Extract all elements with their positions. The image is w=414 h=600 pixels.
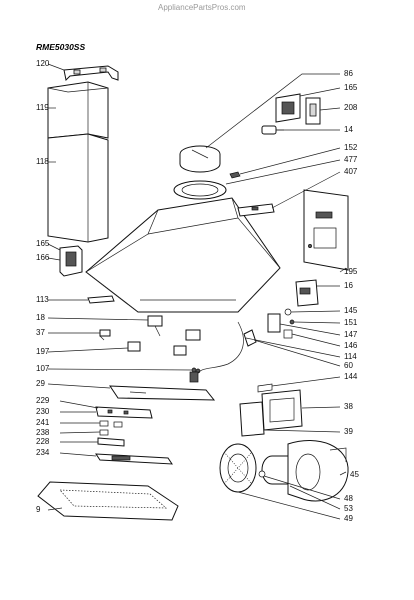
part-477-ring (173, 180, 227, 200)
part-146-terminal (283, 329, 293, 339)
model-number: RME5030SS (36, 42, 85, 52)
label-60: 60 (344, 361, 353, 370)
label-241: 241 (36, 418, 50, 427)
leader-lines (47, 63, 347, 520)
part-53-motor (261, 455, 293, 485)
label-16: 16 (344, 281, 353, 290)
label-146: 146 (344, 341, 358, 350)
part-195-control-box-plate (303, 189, 349, 271)
label-14: 14 (344, 125, 353, 134)
label-228: 228 (36, 437, 50, 446)
label-53: 53 (344, 504, 353, 513)
part-45-blower-housing (287, 440, 349, 502)
watermark: AppliancePartsPros.com (158, 3, 246, 12)
part-16-relay (295, 279, 319, 307)
label-195: 195 (344, 267, 358, 276)
label-107: 107 (36, 364, 50, 373)
part-144-clip (257, 383, 273, 393)
part-118-lower-chimney (47, 133, 109, 243)
part-60-strain-relief (243, 329, 257, 347)
part-hood-canopy (85, 197, 281, 313)
label-166: 166 (36, 253, 50, 262)
label-208: 208 (344, 103, 358, 112)
label-229: 229 (36, 396, 50, 405)
part-29-control-panel (109, 385, 216, 401)
part-86-damper-collar (179, 145, 221, 173)
label-119: 119 (36, 103, 49, 112)
label-120: 120 (36, 59, 50, 68)
part-241-switch (99, 420, 123, 428)
label-407: 407 (344, 167, 358, 176)
part-37-clip (99, 329, 111, 341)
label-165-right: 165 (344, 83, 358, 92)
part-48-spacer (258, 470, 266, 478)
part-18-lamp-socket (147, 315, 201, 341)
part-238-knob (99, 429, 109, 436)
part-119-upper-chimney (47, 81, 109, 139)
label-114: 114 (344, 352, 357, 361)
label-152: 152 (344, 143, 358, 152)
label-18: 18 (36, 313, 45, 322)
label-147: 147 (344, 330, 358, 339)
part-407-bracket (237, 203, 275, 217)
part-39-plate (239, 401, 265, 437)
label-86: 86 (344, 69, 353, 78)
label-9: 9 (36, 505, 41, 514)
callout-labels: 120 119 118 165 166 113 18 37 197 107 29… (36, 59, 359, 523)
part-113-strip (87, 295, 115, 304)
label-113: 113 (36, 295, 49, 304)
label-238: 238 (36, 428, 50, 437)
part-152-screw (229, 171, 241, 179)
label-29: 29 (36, 379, 45, 388)
part-208-switch-box (305, 97, 321, 125)
part-230-switch-bracket (95, 406, 153, 419)
part-151-clip (289, 319, 295, 325)
label-118: 118 (36, 157, 49, 166)
part-228-board (97, 437, 125, 447)
label-234: 234 (36, 448, 50, 457)
label-38: 38 (344, 402, 353, 411)
label-197: 197 (36, 347, 50, 356)
label-145: 145 (344, 306, 358, 315)
label-39: 39 (344, 427, 353, 436)
label-144: 144 (344, 372, 358, 381)
label-37: 37 (36, 328, 45, 337)
label-477: 477 (344, 155, 358, 164)
part-145-connector (284, 308, 292, 316)
part-49-blower-wheel (219, 443, 257, 493)
part-9-grease-filter (37, 481, 179, 521)
label-49: 49 (344, 514, 353, 523)
label-48: 48 (344, 494, 353, 503)
part-114-power-cord (189, 321, 244, 383)
label-45: 45 (350, 470, 359, 479)
part-165-upper-bracket (275, 93, 301, 123)
part-120-chimney-bracket (63, 65, 119, 82)
part-38-motor-bracket (261, 389, 303, 431)
label-151: 151 (344, 318, 358, 327)
part-234-front-trim (95, 453, 173, 465)
label-165-left: 165 (36, 239, 50, 248)
label-230: 230 (36, 407, 50, 416)
part-165-mounting-bracket (59, 245, 83, 277)
part-197-lamp-holder (127, 341, 187, 356)
part-147-switch (267, 313, 281, 333)
